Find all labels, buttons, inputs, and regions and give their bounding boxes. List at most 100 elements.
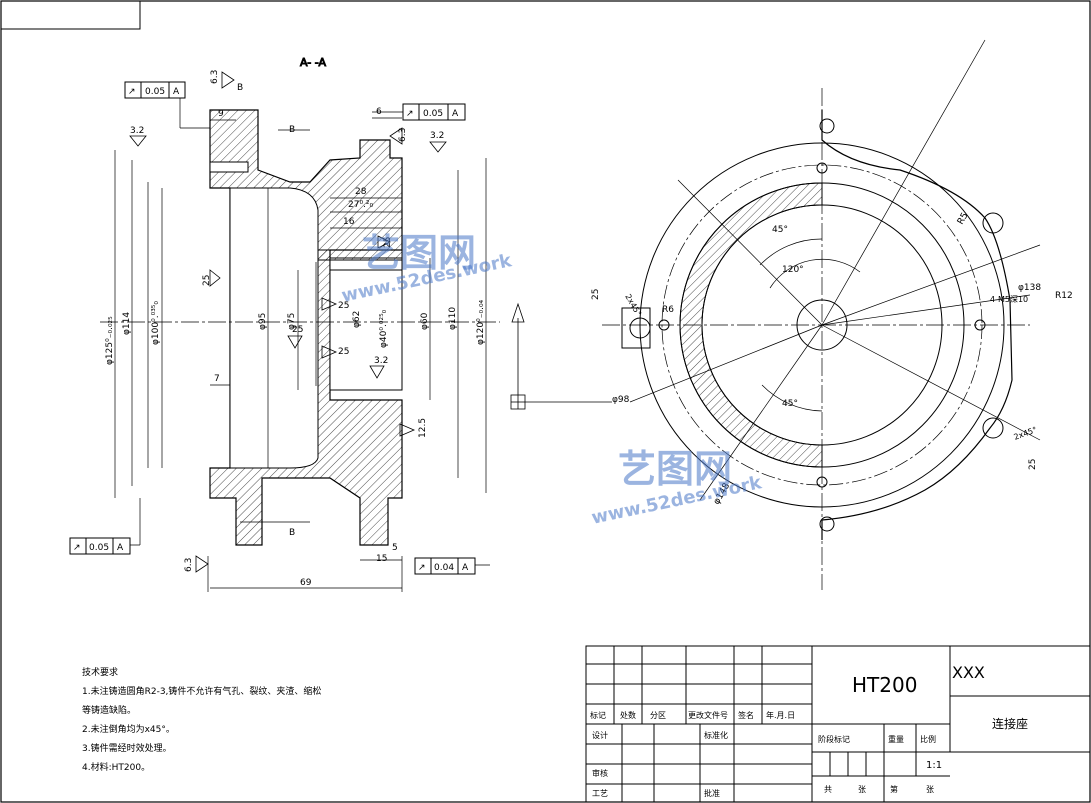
title-block-text: HT200 XXX 连接座 1:1 标记 处数 分区 更改文件号 签名 年.月.… bbox=[590, 663, 1028, 798]
section-dimensions: φ125⁰₋₀.₀₂₅ φ114 φ100⁰.⁰³⁵₀ φ95 φ75 φ62 … bbox=[105, 70, 486, 588]
lbl-standardize: 标准化 bbox=[704, 730, 728, 740]
tol-datum: A bbox=[117, 543, 124, 553]
watermark-brand-bottom: 艺图网 bbox=[618, 447, 733, 491]
watermark-brand-top: 艺图网 bbox=[362, 231, 477, 275]
lbl-zone: 分区 bbox=[650, 711, 666, 720]
rough-32-b: 3.2 bbox=[430, 131, 444, 141]
rough-63-c: 6.3 bbox=[398, 128, 408, 142]
scale-value: 1:1 bbox=[926, 760, 942, 771]
dim-d110: φ110 bbox=[448, 307, 458, 330]
dim-holes: 4-M5深10 bbox=[990, 295, 1028, 304]
part-name: 连接座 bbox=[992, 716, 1028, 731]
angle-45-top: 45° bbox=[772, 225, 788, 235]
lbl-weight: 重量 bbox=[888, 734, 904, 744]
tol-value: 0.05 bbox=[145, 87, 165, 97]
tol-value: 0.05 bbox=[89, 543, 109, 553]
rough-25-a: 25 bbox=[202, 275, 212, 286]
rough-25-front-b: 25 bbox=[1028, 459, 1038, 470]
dim-d125: φ125⁰₋₀.₀₂₅ bbox=[105, 316, 115, 365]
dim-d40: φ40⁰.⁰²⁵₀ bbox=[379, 309, 389, 348]
rough-25-d: 25 bbox=[338, 347, 349, 357]
lbl-page-sheets: 张 bbox=[926, 785, 934, 794]
dim-d75: φ75 bbox=[287, 313, 297, 330]
angle-45-bottom: 45° bbox=[782, 399, 798, 409]
dim-chamfer-a: 2x45° bbox=[623, 293, 643, 318]
dim-7: 7 bbox=[214, 374, 220, 384]
dim-d62: φ62 bbox=[352, 311, 362, 328]
section-b-side: B bbox=[237, 83, 243, 93]
tol-datum: A bbox=[173, 87, 180, 97]
rough-125: 12.5 bbox=[418, 418, 428, 438]
lbl-design: 设计 bbox=[592, 730, 608, 740]
lbl-count: 处数 bbox=[620, 710, 636, 720]
material-code: HT200 bbox=[852, 673, 917, 697]
rough-63-a: 6.3 bbox=[210, 70, 220, 84]
rough-25-front-a: 25 bbox=[591, 289, 601, 300]
dim-15: 15 bbox=[376, 554, 387, 564]
dim-d138: φ138 bbox=[1018, 283, 1041, 293]
dim-28: 28 bbox=[355, 187, 367, 197]
tech-notes: 技术要求 1.未注铸造圆角R2-3,铸件不允许有气孔、裂纹、夹渣、缩松 等铸造缺… bbox=[82, 664, 342, 778]
lbl-mark: 标记 bbox=[590, 710, 606, 720]
tech-notes-title: 技术要求 bbox=[82, 668, 119, 678]
datum-a-symbol bbox=[510, 302, 612, 410]
tol-datum: A bbox=[462, 563, 469, 573]
section-label: A- -A bbox=[300, 56, 326, 69]
tol-value: 0.05 bbox=[423, 109, 443, 119]
lbl-sheets: 张 bbox=[858, 785, 866, 794]
tol-value: 0.04 bbox=[434, 563, 454, 573]
tech-note-1: 1.未注铸造圆角R2-3,铸件不允许有气孔、裂纹、夹渣、缩松 bbox=[82, 687, 322, 697]
lbl-change-doc: 更改文件号 bbox=[688, 710, 728, 720]
drawing-code: XXX bbox=[952, 663, 985, 682]
rough-25-b: 25 bbox=[338, 301, 349, 311]
rough-32-c: 3.2 bbox=[374, 356, 388, 366]
tech-note-1b: 等铸造缺陷。 bbox=[82, 706, 137, 716]
lbl-process: 工艺 bbox=[592, 789, 608, 798]
dim-16: 16 bbox=[343, 217, 355, 227]
dim-r5: R5 bbox=[956, 211, 971, 226]
rough-25-e: 25 bbox=[383, 237, 393, 248]
lbl-page: 第 bbox=[890, 784, 898, 794]
lbl-approve: 批准 bbox=[704, 788, 720, 798]
roughness-symbols bbox=[129, 71, 447, 573]
dim-6: 6 bbox=[376, 107, 382, 117]
lbl-total: 共 bbox=[824, 785, 832, 794]
tol-symbol: ↗ bbox=[128, 87, 136, 97]
dim-9: 9 bbox=[218, 109, 224, 119]
dim-d120: φ120⁰₋₀.₀₄ bbox=[476, 299, 486, 345]
front-view bbox=[602, 39, 1041, 590]
rough-25-c: 25 bbox=[292, 325, 303, 335]
rough-32-a: 3.2 bbox=[130, 126, 144, 136]
lbl-date: 年.月.日 bbox=[766, 710, 795, 720]
lbl-review: 审核 bbox=[592, 768, 608, 778]
section-b-top: B bbox=[289, 125, 295, 135]
lbl-scale: 比例 bbox=[920, 734, 936, 744]
dim-d114: φ114 bbox=[122, 312, 132, 335]
dim-d60: φ60 bbox=[420, 312, 430, 330]
rough-63-b: 6.3 bbox=[184, 558, 194, 572]
tol-symbol: ↗ bbox=[406, 109, 414, 119]
angle-120: 120° bbox=[782, 265, 804, 275]
dim-r6: R6 bbox=[662, 305, 674, 315]
section-view: A- -A bbox=[100, 56, 500, 592]
corner-box bbox=[0, 0, 141, 30]
dim-5: 5 bbox=[392, 543, 398, 553]
tech-note-4: 4.材料:HT200。 bbox=[82, 763, 151, 773]
lbl-sign: 签名 bbox=[738, 710, 754, 720]
tolerance-frame-2: ↗ 0.05 A bbox=[402, 103, 466, 121]
title-block bbox=[585, 645, 1091, 803]
tolerance-frame-3: ↗ 0.05 A bbox=[69, 537, 131, 555]
tol-symbol: ↗ bbox=[418, 563, 426, 573]
tol-symbol: ↗ bbox=[73, 543, 81, 553]
dim-69: 69 bbox=[300, 578, 312, 588]
dim-r12: R12 bbox=[1055, 291, 1073, 301]
dim-d98: φ98 bbox=[612, 395, 630, 405]
tolerance-frame-1: ↗ 0.05 A bbox=[124, 81, 186, 99]
lbl-stage-mark: 阶段标记 bbox=[818, 734, 850, 744]
tech-note-3: 3.铸件需经时效处理。 bbox=[82, 744, 172, 754]
section-b-bottom: B bbox=[289, 528, 295, 538]
dim-d100: φ100⁰.⁰³⁵₀ bbox=[151, 301, 161, 345]
dim-d95: φ95 bbox=[258, 313, 268, 330]
tolerance-frame-4: ↗ 0.04 A bbox=[414, 557, 476, 575]
